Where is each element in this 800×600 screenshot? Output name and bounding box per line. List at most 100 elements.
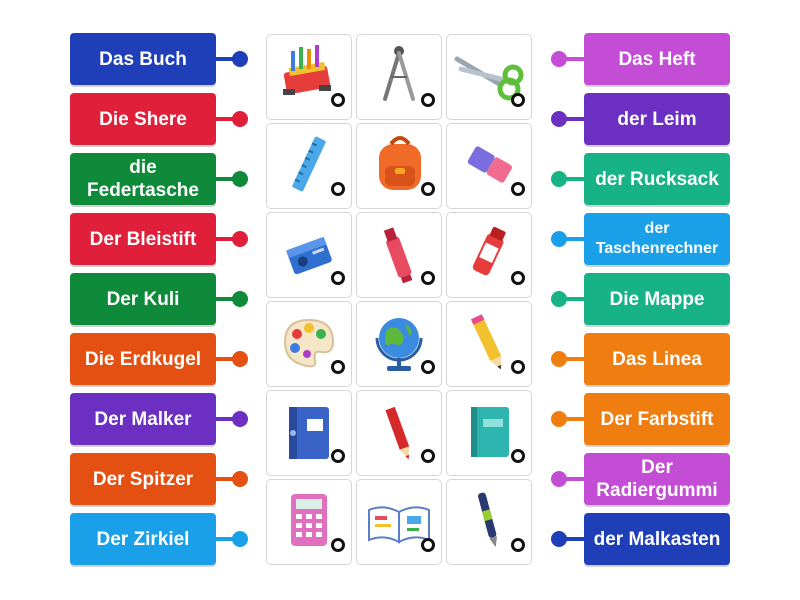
right-connector-dot[interactable] bbox=[551, 231, 567, 247]
left-connector-line bbox=[216, 417, 238, 421]
left-connector-line bbox=[216, 537, 238, 541]
right-connector-line bbox=[562, 537, 584, 541]
globe-icon bbox=[375, 318, 423, 371]
image-tile[interactable] bbox=[356, 301, 442, 387]
left-connector-dot[interactable] bbox=[232, 471, 248, 487]
tile-connector-ring[interactable] bbox=[421, 182, 435, 196]
right-connector-dot[interactable] bbox=[551, 531, 567, 547]
right-connector-line bbox=[562, 477, 584, 481]
binder-folder-icon bbox=[289, 407, 329, 459]
image-tile[interactable] bbox=[446, 212, 532, 298]
pen-icon bbox=[478, 492, 498, 548]
left-label-der-zirkiel[interactable]: Der Zirkiel bbox=[70, 513, 216, 565]
left-connector-line bbox=[216, 117, 238, 121]
notebook-icon bbox=[471, 407, 509, 457]
right-connector-dot[interactable] bbox=[551, 111, 567, 127]
image-tile[interactable] bbox=[266, 479, 352, 565]
left-connector-line bbox=[216, 297, 238, 301]
left-label-der-kuli[interactable]: Der Kuli bbox=[70, 273, 216, 325]
open-book-icon bbox=[368, 506, 430, 544]
right-connector-line bbox=[562, 237, 584, 241]
sharpener-icon bbox=[286, 236, 332, 275]
image-tile[interactable] bbox=[446, 390, 532, 476]
left-label-der-bleistift[interactable]: Der Bleistift bbox=[70, 213, 216, 265]
right-label-der-rucksack[interactable]: der Rucksack bbox=[584, 153, 730, 205]
image-tile[interactable] bbox=[266, 301, 352, 387]
image-tile[interactable] bbox=[446, 301, 532, 387]
left-connector-dot[interactable] bbox=[232, 171, 248, 187]
image-tile[interactable] bbox=[356, 479, 442, 565]
image-tile[interactable] bbox=[356, 34, 442, 120]
right-connector-line bbox=[562, 57, 584, 61]
tile-connector-ring[interactable] bbox=[331, 538, 345, 552]
tile-connector-ring[interactable] bbox=[331, 93, 345, 107]
right-connector-line bbox=[562, 357, 584, 361]
right-connector-dot[interactable] bbox=[551, 171, 567, 187]
tile-connector-ring[interactable] bbox=[511, 93, 525, 107]
tile-connector-ring[interactable] bbox=[331, 271, 345, 285]
right-connector-line bbox=[562, 117, 584, 121]
right-connector-dot[interactable] bbox=[551, 411, 567, 427]
right-label-die-mappe[interactable]: Die Mappe bbox=[584, 273, 730, 325]
image-tile[interactable] bbox=[446, 34, 532, 120]
left-label-die-shere[interactable]: Die Shere bbox=[70, 93, 216, 145]
tile-connector-ring[interactable] bbox=[421, 271, 435, 285]
tile-connector-ring[interactable] bbox=[331, 449, 345, 463]
image-tile[interactable] bbox=[356, 212, 442, 298]
tile-connector-ring[interactable] bbox=[421, 360, 435, 374]
right-label-der-leim[interactable]: der Leim bbox=[584, 93, 730, 145]
pencil-icon bbox=[470, 314, 502, 370]
left-connector-dot[interactable] bbox=[232, 111, 248, 127]
left-connector-dot[interactable] bbox=[232, 291, 248, 307]
right-label-das-linea[interactable]: Das Linea bbox=[584, 333, 730, 385]
right-connector-line bbox=[562, 417, 584, 421]
tile-connector-ring[interactable] bbox=[511, 182, 525, 196]
left-connector-dot[interactable] bbox=[232, 51, 248, 67]
left-connector-dot[interactable] bbox=[232, 351, 248, 367]
left-connector-dot[interactable] bbox=[232, 531, 248, 547]
left-connector-line bbox=[216, 57, 238, 61]
right-label-das-heft[interactable]: Das Heft bbox=[584, 33, 730, 85]
image-tile[interactable] bbox=[266, 34, 352, 120]
right-connector-dot[interactable] bbox=[551, 351, 567, 367]
right-connector-dot[interactable] bbox=[551, 471, 567, 487]
left-connector-dot[interactable] bbox=[232, 231, 248, 247]
left-label-der-malker[interactable]: Der Malker bbox=[70, 393, 216, 445]
image-tile[interactable] bbox=[356, 123, 442, 209]
right-connector-dot[interactable] bbox=[551, 291, 567, 307]
image-tile[interactable] bbox=[356, 390, 442, 476]
right-label-der-radiergummi[interactable]: Der Radiergummi bbox=[584, 453, 730, 505]
left-connector-line bbox=[216, 477, 238, 481]
left-label-das-buch[interactable]: Das Buch bbox=[70, 33, 216, 85]
right-connector-dot[interactable] bbox=[551, 51, 567, 67]
right-label-der-taschenrechner[interactable]: der Taschenrechner bbox=[584, 213, 730, 265]
ruler-icon bbox=[292, 136, 326, 192]
image-tile[interactable] bbox=[446, 479, 532, 565]
tile-connector-ring[interactable] bbox=[421, 449, 435, 463]
right-label-der-farbstift[interactable]: Der Farbstift bbox=[584, 393, 730, 445]
tile-connector-ring[interactable] bbox=[511, 271, 525, 285]
image-tile[interactable] bbox=[266, 212, 352, 298]
image-tile[interactable] bbox=[446, 123, 532, 209]
backpack-icon bbox=[379, 136, 421, 190]
colored-pencil-icon bbox=[385, 406, 410, 460]
tile-connector-ring[interactable] bbox=[421, 538, 435, 552]
tile-connector-ring[interactable] bbox=[511, 449, 525, 463]
left-label-die-federtasche[interactable]: die Federtasche bbox=[70, 153, 216, 205]
compass-icon bbox=[383, 46, 415, 101]
scissors-icon bbox=[454, 56, 524, 101]
right-label-der-malkasten[interactable]: der Malkasten bbox=[584, 513, 730, 565]
tile-connector-ring[interactable] bbox=[511, 360, 525, 374]
left-connector-line bbox=[216, 357, 238, 361]
left-connector-dot[interactable] bbox=[232, 411, 248, 427]
left-label-der-spitzer[interactable]: Der Spitzer bbox=[70, 453, 216, 505]
image-tile[interactable] bbox=[266, 390, 352, 476]
left-label-die-erdkugel[interactable]: Die Erdkugel bbox=[70, 333, 216, 385]
image-tile[interactable] bbox=[266, 123, 352, 209]
glue-icon bbox=[472, 226, 506, 276]
tile-connector-ring[interactable] bbox=[331, 182, 345, 196]
calculator-icon bbox=[291, 494, 327, 546]
tile-connector-ring[interactable] bbox=[331, 360, 345, 374]
tile-connector-ring[interactable] bbox=[421, 93, 435, 107]
tile-connector-ring[interactable] bbox=[511, 538, 525, 552]
